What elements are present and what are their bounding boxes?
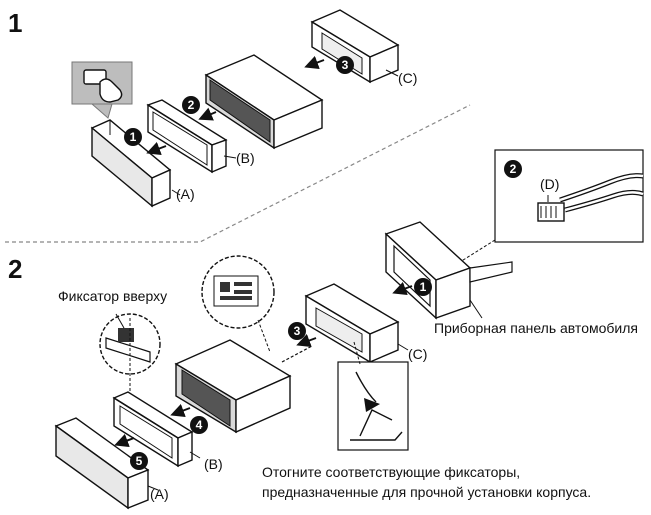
tab-zoom-callout	[201, 255, 275, 329]
badge-step-2-4: 4	[190, 416, 208, 434]
badge-step-1-1: 1	[124, 128, 142, 146]
part-label-b-step1: (B)	[236, 150, 255, 166]
part-label-a-step2: (A)	[150, 486, 169, 502]
dashboard-label: Приборная панель автомобиля	[434, 320, 638, 336]
step-1-number: 1	[8, 8, 23, 38]
sleeve-c-step2	[304, 283, 400, 364]
part-label-c-step2: (C)	[408, 346, 428, 362]
dashboard-opening	[384, 221, 513, 320]
note-line-1: Отогните соответствующие фиксаторы,	[262, 464, 521, 480]
badge-step-2-1: 1	[414, 278, 432, 296]
connector-callout-d	[494, 149, 644, 243]
insert-path-dashed	[281, 345, 313, 363]
faceplate-a-step2	[54, 417, 150, 510]
section-divider	[5, 104, 471, 243]
trim-frame-b-step2	[112, 391, 194, 468]
part-label-a-step1: (A)	[176, 186, 195, 202]
part-label-c-step1: (C)	[398, 70, 418, 86]
main-unit-step1	[204, 54, 324, 150]
trim-frame-b-step1	[146, 99, 228, 174]
badge-step-2-5: 5	[130, 452, 148, 470]
main-unit-step2	[174, 339, 292, 434]
sleeve-c-step1	[310, 9, 400, 84]
badge-step-1-3: 3	[336, 56, 354, 74]
step-2-number: 2	[8, 254, 23, 284]
connector-leader	[459, 239, 496, 263]
badge-connector-2: 2	[504, 160, 522, 178]
faceplate-a-step1	[90, 119, 172, 208]
part-label-d: (D)	[540, 176, 560, 192]
release-button-callout	[71, 61, 133, 119]
bend-tab-callout	[337, 361, 409, 451]
part-label-b-step2: (B)	[204, 456, 223, 472]
note-line-2: предназначенные для прочной установки ко…	[262, 484, 592, 500]
badge-step-2-3: 3	[288, 322, 306, 340]
latch-up-label: Фиксатор вверху	[58, 288, 168, 304]
badge-step-1-2: 2	[182, 96, 200, 114]
